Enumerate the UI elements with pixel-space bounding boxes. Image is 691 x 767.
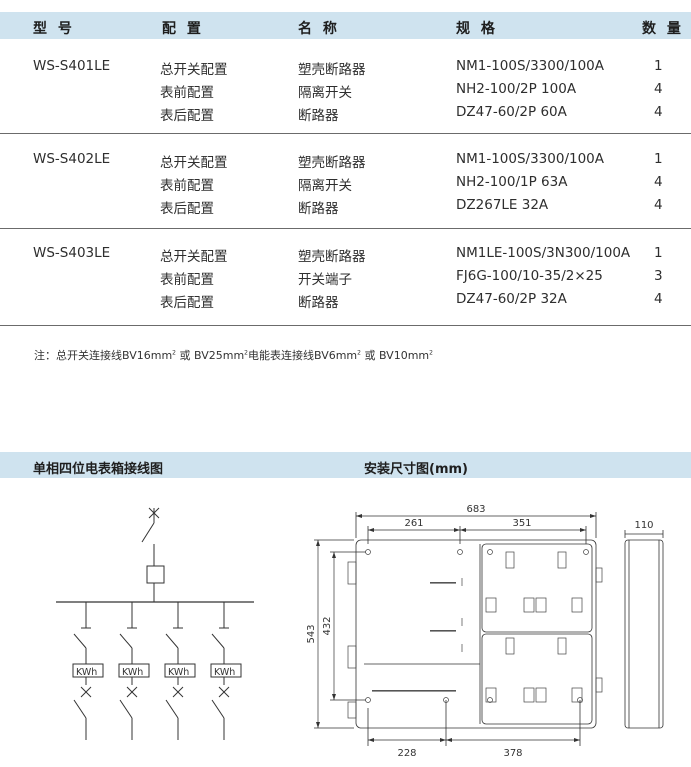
dim-total-width: 683 (466, 504, 485, 515)
config-cell: 表前配置 (160, 178, 214, 194)
wiring-branch: KWh (118, 602, 150, 740)
kwh-label: KWh (168, 667, 189, 678)
dimension-drawing: 683 261 351 110 543 432 228 378 (306, 504, 664, 759)
name-cell: 隔离开关 (298, 85, 352, 101)
name-cell: 隔离开关 (298, 178, 352, 194)
dim-bottom-right: 378 (503, 748, 522, 759)
config-cell: 表后配置 (160, 108, 214, 124)
model-cell: WS-S401LE (33, 58, 111, 74)
wiring-diagram: KWh KWh KWh KW (56, 507, 254, 740)
spec-cell: DZ47-60/2P 32A (456, 291, 567, 307)
config-cell: 总开关配置 (160, 249, 228, 265)
config-cell: 表后配置 (160, 295, 214, 311)
diagram-section-bar: 单相四位电表箱接线图 安装尺寸图(mm) (0, 452, 691, 478)
model-cell: WS-S402LE (33, 151, 111, 167)
dim-right-width: 351 (512, 518, 531, 529)
spec-cell: NM1LE-100S/3N300/100A (456, 245, 631, 261)
model-cell: WS-S403LE (33, 245, 111, 261)
spec-cell: NM1-100S/3300/100A (456, 58, 604, 74)
wiring-branch: KWh (72, 602, 104, 740)
table-bottom-rule (0, 325, 691, 326)
qty-cell: 4 (654, 81, 663, 97)
row-divider (0, 133, 691, 134)
dim-side-depth: 110 (634, 520, 653, 531)
config-cell: 表前配置 (160, 85, 214, 101)
col-config: 配 置 (162, 21, 204, 37)
dim-total-height: 543 (306, 624, 317, 643)
dim-left-width: 261 (404, 518, 423, 529)
kwh-label: KWh (122, 667, 143, 678)
dimensions-title: 安装尺寸图(mm) (364, 462, 468, 477)
qty-cell: 1 (654, 245, 663, 261)
dim-inner-height: 432 (322, 616, 333, 635)
name-cell: 塑壳断路器 (298, 62, 366, 78)
config-cell: 总开关配置 (160, 155, 228, 171)
qty-cell: 4 (654, 291, 663, 307)
kwh-label: KWh (76, 667, 97, 678)
spec-cell: DZ267LE 32A (456, 197, 549, 213)
spec-cell: NH2-100/1P 63A (456, 174, 568, 190)
spec-cell: DZ47-60/2P 60A (456, 104, 567, 120)
config-cell: 表前配置 (160, 272, 214, 288)
name-cell: 断路器 (298, 108, 339, 124)
name-cell: 塑壳断路器 (298, 249, 366, 265)
col-spec: 规 格 (456, 21, 498, 37)
qty-cell: 1 (654, 58, 663, 74)
spec-cell: NH2-100/2P 100A (456, 81, 577, 97)
name-cell: 断路器 (298, 295, 339, 311)
config-cell: 总开关配置 (160, 62, 228, 78)
config-cell: 表后配置 (160, 201, 214, 217)
qty-cell: 4 (654, 197, 663, 213)
wiring-branch: KWh (210, 602, 242, 740)
col-name: 名 称 (298, 21, 340, 37)
qty-cell: 4 (654, 174, 663, 190)
col-qty: 数 量 (642, 21, 684, 37)
table-header: 型 号 配 置 名 称 规 格 数 量 (0, 12, 691, 39)
row-divider (0, 228, 691, 229)
name-cell: 断路器 (298, 201, 339, 217)
wiring-note: 注：总开关连接线BV16mm2 或 BV25mm2电能表连接线BV6mm2 或 … (34, 349, 433, 362)
name-cell: 开关端子 (298, 272, 352, 288)
col-model: 型 号 (33, 21, 75, 37)
qty-cell: 1 (654, 151, 663, 167)
dim-bottom-left: 228 (397, 748, 416, 759)
wiring-diagram-title: 单相四位电表箱接线图 (33, 462, 164, 477)
wiring-branch: KWh (164, 602, 196, 740)
kwh-label: KWh (214, 667, 235, 678)
spec-cell: FJ6G-100/10-35/2×25 (456, 268, 603, 284)
spec-cell: NM1-100S/3300/100A (456, 151, 604, 167)
name-cell: 塑壳断路器 (298, 155, 366, 171)
qty-cell: 4 (654, 104, 663, 120)
qty-cell: 3 (654, 268, 663, 284)
